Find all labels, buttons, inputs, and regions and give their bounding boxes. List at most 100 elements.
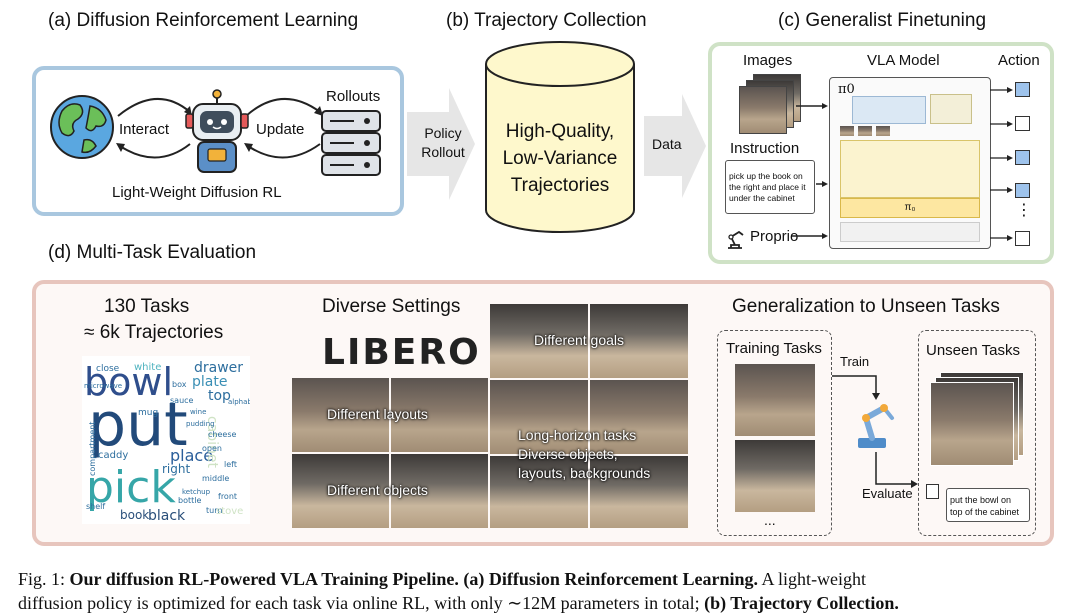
scene-layout-1	[292, 378, 389, 452]
figure-caption-line-2: diffusion policy is optimized for each t…	[18, 592, 899, 614]
vla-model-box: π0 π₀	[829, 77, 991, 249]
rollout-label: Rollout	[421, 144, 465, 160]
section-a-title: (a) Diffusion Reinforcement Learning	[48, 10, 359, 31]
vla-transformer-block	[840, 140, 980, 198]
vla-input-arrows	[792, 103, 828, 239]
libero-logo: LIBERO	[322, 332, 481, 373]
training-scene-2	[735, 440, 815, 512]
cylinder-line-1: High-Quality,	[505, 121, 615, 142]
proprio-label: Proprio	[750, 228, 799, 245]
vla-diagram-block-1	[852, 96, 926, 124]
word-white: white	[134, 362, 162, 373]
section-b-title: (b) Trajectory Collection	[446, 10, 647, 31]
word-bottle: bottle	[178, 496, 202, 505]
eval-instruction-text: put the bowl on top of the cabinet	[950, 495, 1020, 517]
document-icon	[926, 484, 939, 499]
different-objects-label: Different objects	[327, 482, 428, 498]
instruction-note: pick up the book on the right and place …	[725, 160, 815, 214]
different-goals-label: Different goals	[534, 332, 625, 348]
word-open: open	[202, 444, 222, 453]
unseen-scene-front	[930, 382, 1014, 466]
images-label: Images	[743, 52, 793, 69]
word-left: left	[224, 460, 237, 469]
long-horizon-label: Long-horizon tasks Diverse objects, layo…	[518, 426, 650, 483]
database-icon	[321, 110, 381, 176]
training-dots: ...	[764, 512, 776, 528]
word-middle: middle	[202, 474, 230, 483]
word-sauce: sauce	[170, 396, 194, 405]
training-scene-1	[735, 364, 815, 436]
tasks-count: 130 Tasks	[104, 296, 190, 317]
caption-prefix: Fig. 1:	[18, 569, 70, 589]
action-token-2	[1015, 116, 1030, 131]
word-top: top	[208, 388, 231, 404]
action-token-1	[1015, 82, 1030, 97]
scene-layout-2	[391, 378, 488, 452]
robot-icon	[185, 89, 249, 173]
action-token-3	[1015, 150, 1030, 165]
rollouts-label: Rollouts	[326, 88, 381, 105]
train-evaluate-arrows	[832, 375, 918, 488]
vla-diagram-block-2	[930, 94, 972, 124]
libero-logo-text: LIBERO	[322, 332, 481, 373]
action-token-4	[1015, 183, 1030, 198]
training-tasks-box	[717, 330, 832, 536]
vla-output-arrows	[990, 87, 1013, 241]
long-horizon-line-3: layouts, backgrounds	[518, 465, 651, 481]
word-pudding: pudding	[186, 420, 215, 428]
earth-icon	[50, 95, 114, 159]
long-horizon-line-2: Diverse objects,	[518, 446, 618, 462]
interact-label: Interact	[119, 121, 170, 138]
robot-arm-graphic	[858, 404, 894, 448]
robot-arm-icon	[728, 230, 744, 249]
cylinder-line-2: Low-Variance	[502, 148, 618, 169]
vla-thumb-1	[840, 126, 854, 136]
update-label: Update	[256, 121, 305, 138]
section-d-title: (d) Multi-Task Evaluation	[48, 242, 257, 263]
pi0-bar-label: π₀	[904, 202, 916, 213]
word-shelf: shelf	[86, 502, 106, 511]
trajectories-count: ≈ 6k Trajectories	[84, 322, 224, 343]
word-put: put	[88, 390, 188, 460]
trajectory-cylinder	[485, 41, 635, 233]
word-stove: stove	[216, 506, 244, 517]
word-caddy: caddy	[98, 450, 129, 461]
action-ellipsis: ⋮	[1016, 202, 1032, 219]
word-alphabet: alphabet	[228, 398, 250, 406]
scene-goals-2	[590, 304, 688, 378]
scene-objects-1	[292, 454, 389, 528]
action-token-5	[1015, 231, 1030, 246]
unseen-tasks-label: Unseen Tasks	[926, 342, 1020, 359]
pi0-title: π0	[838, 82, 855, 97]
word-box: box	[172, 380, 187, 389]
scene-objects-2	[391, 454, 488, 528]
word-close: close	[96, 364, 120, 374]
caption-line-2: diffusion policy is optimized for each t…	[18, 593, 705, 613]
action-label: Action	[998, 52, 1040, 69]
word-compartment: compartment	[88, 421, 97, 476]
word-bowl: bowl	[84, 360, 174, 404]
scene-long-horizon-4	[590, 456, 688, 528]
long-horizon-line-1: Long-horizon tasks	[518, 427, 637, 443]
figure-caption-line-1: Fig. 1: Our diffusion RL-Powered VLA Tra…	[18, 568, 866, 590]
word-pick: pick	[86, 462, 176, 513]
word-plate: plate	[192, 374, 228, 390]
evaluate-label: Evaluate	[862, 486, 913, 501]
cylinder-text: High-Quality, Low-Variance Trajectories	[486, 118, 634, 199]
panel-a-graphics	[50, 89, 381, 176]
vla-model-label: VLA Model	[867, 52, 940, 69]
scene-long-horizon-1	[490, 380, 588, 454]
diverse-settings-title: Diverse Settings	[322, 296, 461, 317]
word-book: book	[120, 508, 150, 522]
training-tasks-label: Training Tasks	[726, 340, 822, 357]
data-label: Data	[652, 136, 682, 152]
policy-label: Policy	[424, 125, 462, 141]
word-ketchup: ketchup	[182, 488, 211, 496]
vla-pi0-bar: π₀	[840, 198, 980, 218]
vla-thumb-2	[858, 126, 872, 136]
section-c-title: (c) Generalist Finetuning	[778, 10, 987, 31]
caption-bold-1: Our diffusion RL-Powered VLA Training Pi…	[69, 569, 759, 589]
caption-bold-2: (b) Trajectory Collection.	[704, 593, 899, 613]
policy-rollout-label: Policy Rollout	[412, 124, 474, 162]
word-turn: turn	[206, 506, 223, 515]
